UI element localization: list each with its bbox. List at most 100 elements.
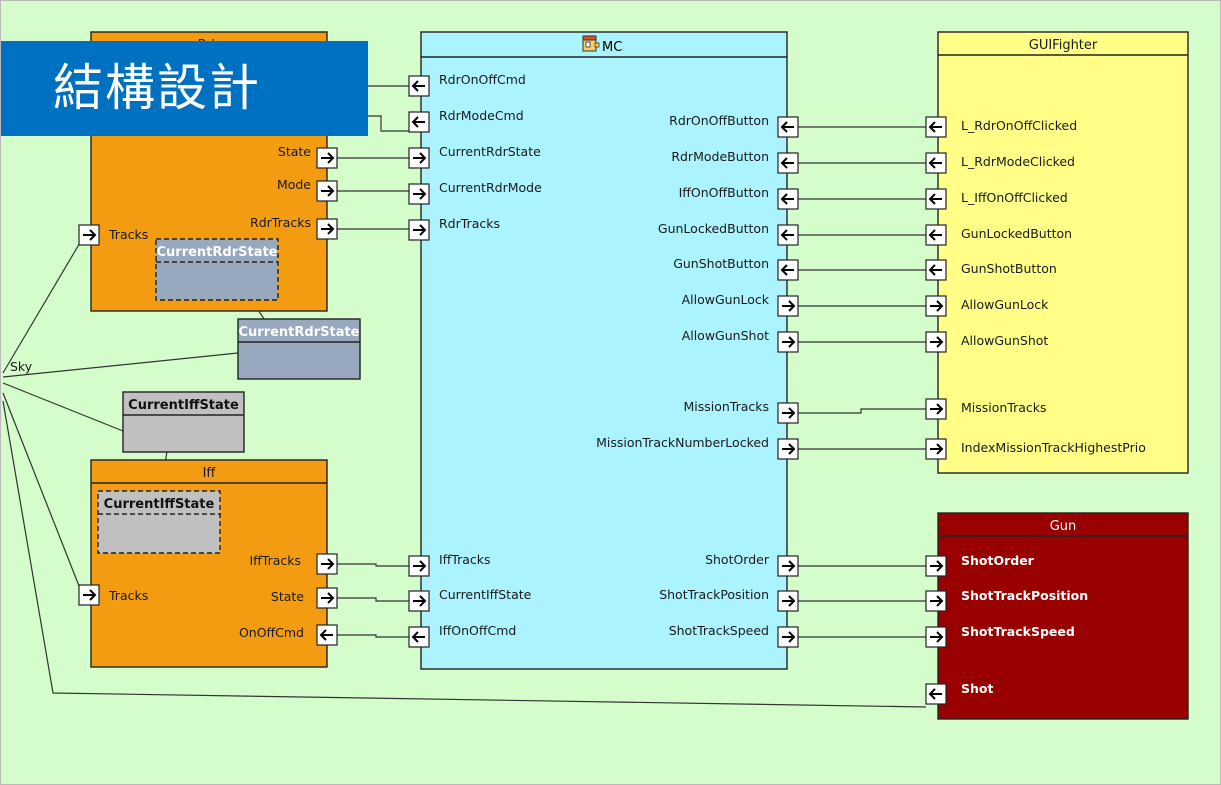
- mc-right-port-8[interactable]: [777, 438, 799, 460]
- conn-iff-onoffcmd: [337, 634, 409, 638]
- radar-port-tracks[interactable]: [78, 224, 100, 246]
- current-iff-state-part-body[interactable]: [122, 391, 245, 453]
- arrow-left-icon: [928, 121, 942, 133]
- gui-port-5[interactable]: [925, 295, 947, 317]
- mc-right-port-3[interactable]: [777, 224, 799, 246]
- iff-port-ifftracks[interactable]: [316, 553, 338, 575]
- arrow-right-icon: [782, 300, 796, 312]
- mc-left-port-5[interactable]: [408, 555, 430, 577]
- radar-port-mode[interactable]: [316, 180, 338, 202]
- arrow-left-icon: [928, 688, 942, 700]
- gui-port-label: AllowGunShot: [961, 333, 1048, 348]
- mc-right-port-2[interactable]: [777, 188, 799, 210]
- mc-right-port-9[interactable]: [777, 555, 799, 577]
- gui-port-6[interactable]: [925, 331, 947, 353]
- mc-right-port-1[interactable]: [777, 152, 799, 174]
- arrow-left-icon: [928, 229, 942, 241]
- mc-left-port-6[interactable]: [408, 590, 430, 612]
- gui-port-label: GunShotButton: [961, 261, 1057, 276]
- mc-left-port-1[interactable]: [408, 111, 430, 133]
- mc-left-port-4[interactable]: [408, 219, 430, 241]
- gui-port-0[interactable]: [925, 116, 947, 138]
- radar-port-label: Mode: [277, 177, 311, 192]
- arrow-right-icon: [930, 560, 944, 572]
- arrow-right-icon: [413, 152, 427, 164]
- gun-port-3[interactable]: [925, 683, 947, 705]
- iff-part-current-iff-state-body[interactable]: [97, 490, 221, 554]
- arrow-right-icon: [83, 229, 97, 241]
- arrow-left-icon: [411, 631, 425, 643]
- radar-tracks-label: Tracks: [108, 227, 148, 242]
- gun-port-1[interactable]: [925, 590, 947, 612]
- gui-port-4[interactable]: [925, 259, 947, 281]
- gun-block[interactable]: Gun: [937, 512, 1189, 720]
- mc-right-port-4[interactable]: [777, 259, 799, 281]
- sky-to-iff-tracks-line: [2, 392, 82, 592]
- mc-right-port-label: ShotTrackSpeed: [669, 623, 769, 638]
- radar-port-rdrtracks[interactable]: [316, 218, 338, 240]
- gui-port-label: AllowGunLock: [961, 297, 1049, 312]
- mc-left-port-3[interactable]: [408, 183, 430, 205]
- component-icon: [582, 35, 600, 52]
- iff-part-current-iff-state-title: CurrentIffState: [104, 497, 215, 512]
- sky-to-iffstate-line: [2, 382, 124, 432]
- gui-fighter-block-body[interactable]: [937, 31, 1189, 474]
- gui-port-label: MissionTracks: [961, 400, 1047, 415]
- mc-left-port-7[interactable]: [408, 626, 430, 648]
- current-rdr-state-part-title: CurrentRdrState: [238, 325, 359, 340]
- radar-part-current-rdr-state[interactable]: CurrentRdrState: [155, 238, 279, 301]
- arrow-left-icon: [928, 264, 942, 276]
- gun-port-label: Shot: [961, 681, 993, 696]
- current-iff-state-part-title: CurrentIffState: [128, 398, 239, 413]
- mc-left-port-label: CurrentRdrMode: [439, 180, 542, 195]
- arrow-right-icon: [321, 185, 335, 197]
- gui-port-1[interactable]: [925, 152, 947, 174]
- mc-left-port-2[interactable]: [408, 147, 430, 169]
- mc-left-port-label: RdrModeCmd: [439, 108, 524, 123]
- iff-port-tracks[interactable]: [78, 584, 100, 606]
- current-rdr-state-part-body[interactable]: [237, 318, 361, 380]
- mc-right-port-label: GunShotButton: [673, 256, 769, 271]
- iff-tracks-label: Tracks: [108, 588, 148, 603]
- arrow-left-icon: [780, 121, 794, 133]
- mc-right-port-10[interactable]: [777, 590, 799, 612]
- gui-port-8[interactable]: [925, 438, 947, 460]
- arrow-right-icon: [321, 558, 335, 570]
- iff-part-current-iff-state[interactable]: CurrentIffState: [97, 490, 221, 554]
- arrow-left-icon: [928, 157, 942, 169]
- iff-block-title: Iff: [203, 466, 217, 481]
- mc-right-port-6[interactable]: [777, 331, 799, 353]
- mc-right-port-label: MissionTrackNumberLocked: [596, 435, 769, 450]
- mc-right-port-11[interactable]: [777, 626, 799, 648]
- iff-port-state[interactable]: [316, 587, 338, 609]
- radar-port-label: State: [278, 144, 311, 159]
- mc-block-body[interactable]: [420, 31, 788, 670]
- arrow-right-icon: [413, 224, 427, 236]
- arrow-right-icon: [413, 595, 427, 607]
- mc-right-port-7[interactable]: [777, 402, 799, 424]
- gun-port-0[interactable]: [925, 555, 947, 577]
- gun-block-body[interactable]: [937, 512, 1189, 720]
- gui-port-2[interactable]: [925, 188, 947, 210]
- gui-port-7[interactable]: [925, 398, 947, 420]
- arrow-right-icon: [413, 560, 427, 572]
- gui-fighter-block[interactable]: GUIFighter: [937, 31, 1189, 474]
- mc-right-port-5[interactable]: [777, 295, 799, 317]
- gun-port-2[interactable]: [925, 626, 947, 648]
- current-iff-state-part[interactable]: CurrentIffState: [122, 391, 245, 453]
- arrow-right-icon: [782, 631, 796, 643]
- gui-fighter-block-title: GUIFighter: [1029, 38, 1098, 53]
- mc-right-port-label: RdrOnOffButton: [669, 113, 769, 128]
- radar-part-current-rdr-state-body[interactable]: [155, 238, 279, 301]
- arrow-left-icon: [780, 157, 794, 169]
- iff-port-onoffcmd[interactable]: [316, 624, 338, 646]
- current-rdr-state-part[interactable]: CurrentRdrState: [237, 318, 361, 380]
- arrow-right-icon: [930, 300, 944, 312]
- mc-block[interactable]: MC: [420, 31, 788, 670]
- gui-port-3[interactable]: [925, 224, 947, 246]
- mc-right-port-0[interactable]: [777, 116, 799, 138]
- mc-right-port-label: AllowGunLock: [682, 292, 770, 307]
- radar-port-state[interactable]: [316, 147, 338, 169]
- mc-left-port-0[interactable]: [408, 75, 430, 97]
- arrow-right-icon: [321, 592, 335, 604]
